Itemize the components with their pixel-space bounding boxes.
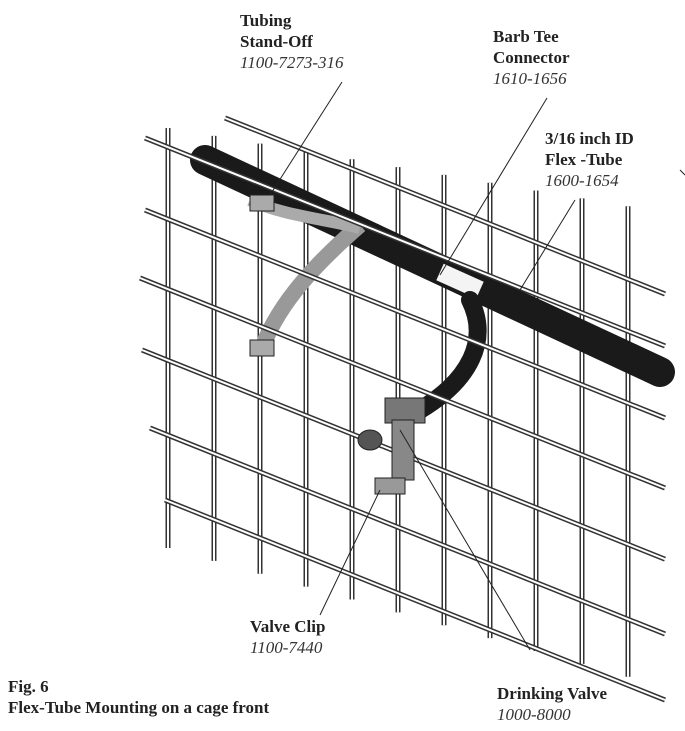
part-number: 1100-7273-316: [240, 53, 344, 72]
part-number: 1610-1656: [493, 69, 567, 88]
label-flex-tube: 3/16 inch ID Flex -Tube 1600-1654: [545, 128, 634, 191]
standoff-clip-icon: [249, 339, 275, 357]
label-name: 3/16 inch ID: [545, 129, 634, 148]
drop-tube: [411, 291, 487, 419]
figure-number: Fig. 6: [8, 677, 49, 696]
flex-tube-main: [190, 145, 675, 387]
label-name: Stand-Off: [240, 32, 313, 51]
leader-lines: [269, 81, 685, 651]
label-name: Flex -Tube: [545, 150, 623, 169]
wire: [144, 137, 666, 347]
wire: [149, 427, 666, 635]
label-drinking-valve: Drinking Valve 1000-8000: [497, 683, 607, 725]
label-name: Drinking Valve: [497, 684, 608, 703]
figure-title: Flex-Tube Mounting on a cage front: [8, 698, 270, 717]
wire: [224, 117, 666, 295]
part-number: 1100-7440: [250, 638, 323, 657]
label-name: Valve Clip: [250, 617, 326, 636]
label-name: Barb Tee: [493, 27, 559, 46]
valve-clip-icon: [374, 477, 406, 495]
figure-caption: Fig. 6 Flex-Tube Mounting on a cage fron…: [8, 676, 269, 718]
wire: [139, 277, 666, 489]
horizontal-wires: [139, 115, 666, 703]
standoff-clip-top-icon: [249, 194, 275, 212]
label-name: Connector: [493, 48, 570, 67]
tubing-standoff: [254, 218, 366, 351]
wire: [144, 209, 666, 419]
label-barb-tee: Barb Tee Connector 1610-1656: [493, 26, 569, 89]
barb-tee-connector: [436, 263, 484, 299]
part-number: 1000-8000: [497, 705, 571, 724]
wire: [164, 499, 666, 701]
label-valve-clip: Valve Clip 1100-7440: [250, 616, 325, 658]
drinking-valve-icon: [357, 397, 426, 481]
part-number: 1600-1654: [545, 171, 619, 190]
label-standoff: Tubing Stand-Off 1100-7273-316: [240, 10, 344, 73]
label-name: Tubing: [240, 11, 292, 30]
